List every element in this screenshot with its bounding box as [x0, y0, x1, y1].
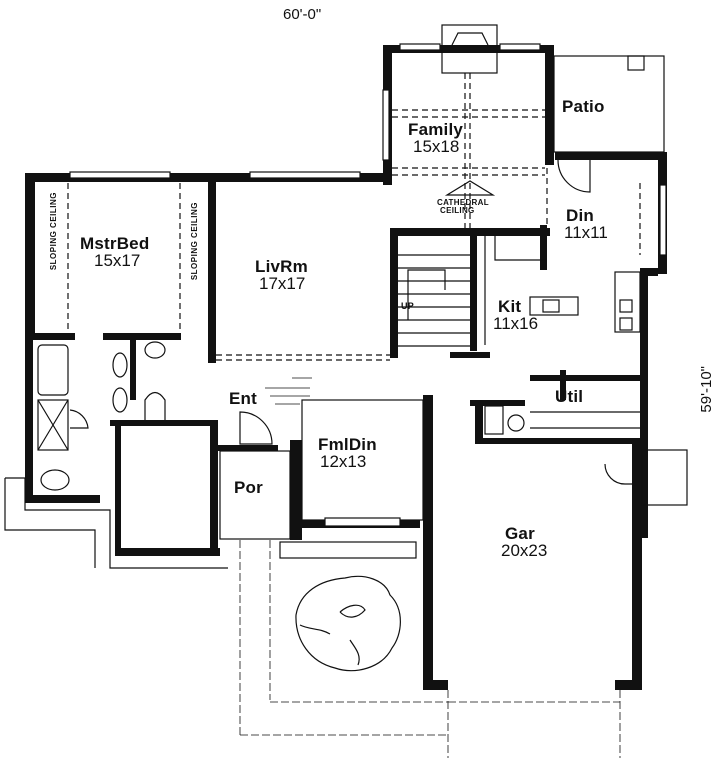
room-size: 17x17 [259, 274, 306, 293]
room-name: Ent [229, 389, 257, 408]
room-fmldin: FmlDin 12x13 [318, 436, 377, 470]
room-mstrbed: MstrBed 15x17 [80, 235, 149, 269]
sloping-ceiling-left-note: SLOPING CEILING [49, 192, 58, 271]
stair-up-note: UP [401, 301, 415, 311]
fixtures [4, 24, 688, 758]
room-gar: Gar 20x23 [501, 524, 547, 559]
note-line: CATHEDRAL [437, 198, 489, 207]
room-size: 15x17 [94, 251, 141, 270]
depth-dimension: 59'-10" [698, 366, 715, 413]
room-size: 11x16 [493, 314, 539, 333]
width-dimension: 60'-0" [283, 6, 322, 23]
walls [25, 45, 667, 690]
room-name: Por [234, 478, 263, 497]
room-patio: Patio [562, 98, 605, 115]
room-por: Por [234, 479, 263, 496]
room-name: Util [555, 387, 584, 406]
note-line: CEILING [440, 206, 475, 215]
room-name: Family [408, 120, 464, 139]
room-name: Din [566, 206, 594, 225]
room-size: 15x18 [413, 137, 460, 156]
room-size: 11x11 [564, 223, 608, 242]
room-name: LivRm [255, 257, 308, 276]
room-size: 12x13 [320, 452, 367, 471]
room-ent: Ent [229, 390, 257, 407]
room-name: MstrBed [80, 234, 150, 253]
room-name: Kit [498, 297, 522, 316]
room-kit: Kit 11x16 [493, 297, 538, 332]
room-name: Gar [505, 524, 535, 543]
room-family: Family 15x18 [408, 121, 463, 155]
room-util: Util [555, 388, 583, 405]
room-name: FmlDin [318, 435, 377, 454]
room-livrm: LivRm 17x17 [255, 258, 308, 292]
room-size: 20x23 [501, 541, 548, 560]
room-din: Din 11x11 [564, 206, 608, 242]
sloping-ceiling-right-note: SLOPING CEILING [190, 202, 199, 281]
cathedral-ceiling-note: CATHEDRAL CEILING [437, 199, 489, 215]
room-name: Patio [562, 97, 605, 116]
